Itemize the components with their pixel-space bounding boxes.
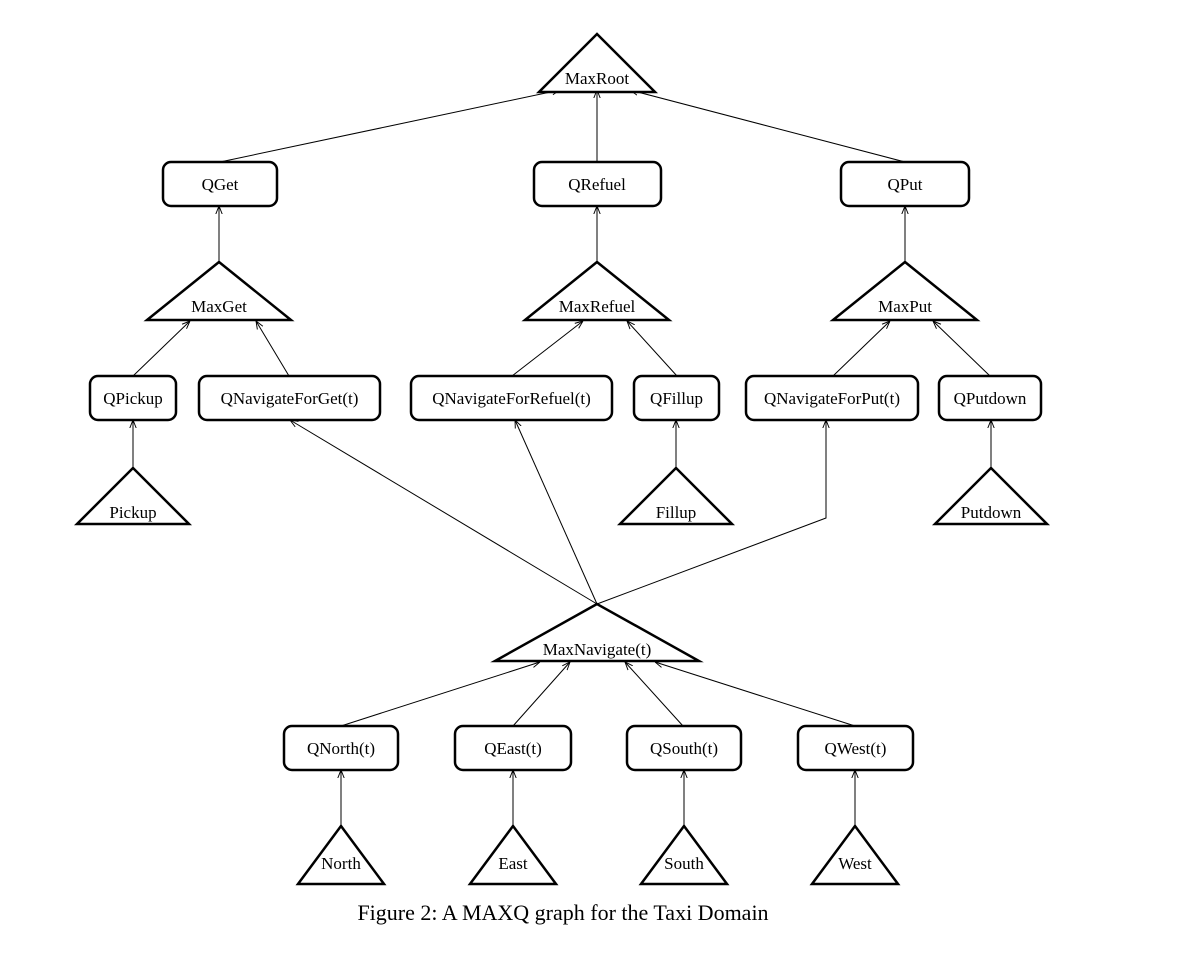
edges (133, 90, 991, 826)
node-qnavrefuel: QNavigateForRefuel(t) (409, 374, 614, 422)
node-label: QNavigateForPut(t) (764, 389, 900, 408)
edge-qnavput-maxput (832, 321, 890, 377)
node-qnavput: QNavigateForPut(t) (744, 374, 920, 422)
node-label: QNavigateForRefuel(t) (432, 389, 591, 408)
edge-maxnav-qnavput (596, 420, 826, 605)
node-qnorth: QNorth(t) (282, 724, 400, 772)
node-label: North (321, 854, 361, 873)
node-label: MaxGet (191, 297, 247, 316)
node-maxroot: MaxRoot (535, 32, 659, 94)
node-label: MaxRefuel (559, 297, 636, 316)
node-label: QPutdown (954, 389, 1027, 408)
node-east: East (467, 823, 559, 886)
maxq-graph: MaxRoot MaxGet MaxRefuel MaxPut Pickup F… (73, 32, 1051, 886)
node-label: QEast(t) (484, 739, 542, 758)
node-maxget: MaxGet (143, 260, 295, 322)
max-nodes: MaxRoot MaxGet MaxRefuel MaxPut Pickup F… (73, 32, 1051, 886)
node-qnavget: QNavigateForGet(t) (197, 374, 382, 422)
node-pickup: Pickup (73, 466, 193, 526)
edge-maxnav-qnavrefuel (515, 420, 598, 605)
node-label: QGet (202, 175, 239, 194)
node-label: QNavigateForGet(t) (221, 389, 359, 408)
node-label: MaxPut (878, 297, 932, 316)
edge-qputdown-maxput (933, 321, 991, 377)
node-qget: QGet (161, 160, 279, 208)
edge-qget-maxroot (219, 90, 560, 163)
node-qfillup: QFillup (632, 374, 721, 422)
node-label: QWest(t) (825, 739, 887, 758)
figure-caption: Figure 2: A MAXQ graph for the Taxi Doma… (357, 900, 769, 925)
node-label: South (664, 854, 704, 873)
node-putdown: Putdown (931, 466, 1051, 526)
edge-qnorth-maxnav (340, 662, 540, 727)
edge-qsouth-maxnav (625, 662, 684, 727)
node-label: QSouth(t) (650, 739, 718, 758)
node-qwest: QWest(t) (796, 724, 915, 772)
node-north: North (295, 823, 387, 886)
node-qrefuel: QRefuel (532, 160, 663, 208)
node-label: MaxNavigate(t) (543, 640, 652, 659)
edge-qput-maxroot (630, 90, 906, 163)
edge-maxnav-qnavget (290, 420, 598, 605)
edge-qfillup-maxrefuel (627, 321, 678, 377)
node-label: Fillup (656, 503, 697, 522)
node-qpickup: QPickup (88, 374, 178, 422)
node-maxnav: MaxNavigate(t) (490, 602, 704, 663)
node-maxput: MaxPut (829, 260, 981, 322)
node-label: QPickup (103, 389, 163, 408)
node-label: Pickup (109, 503, 156, 522)
q-nodes: QGet QRefuel QPut QPickup QNavigateForGe… (88, 160, 1043, 772)
edge-qeast-maxnav (512, 662, 570, 727)
node-maxrefuel: MaxRefuel (521, 260, 673, 322)
node-fillup: Fillup (616, 466, 736, 526)
node-label: QNorth(t) (307, 739, 375, 758)
node-label: QPut (888, 175, 923, 194)
node-label: West (838, 854, 872, 873)
node-label: QFillup (650, 389, 703, 408)
edge-qnavrefuel-maxrefuel (511, 321, 583, 377)
node-label: East (498, 854, 528, 873)
node-qputdown: QPutdown (937, 374, 1043, 422)
node-qput: QPut (839, 160, 971, 208)
node-label: Putdown (961, 503, 1022, 522)
node-south: South (638, 823, 730, 886)
node-west: West (809, 823, 901, 886)
node-label: QRefuel (568, 175, 626, 194)
edge-qwest-maxnav (655, 662, 856, 727)
node-label: MaxRoot (565, 69, 630, 88)
edge-qpickup-maxget (132, 321, 190, 377)
node-qeast: QEast(t) (453, 724, 573, 772)
edge-qnavget-maxget (256, 321, 290, 377)
node-qsouth: QSouth(t) (625, 724, 743, 772)
